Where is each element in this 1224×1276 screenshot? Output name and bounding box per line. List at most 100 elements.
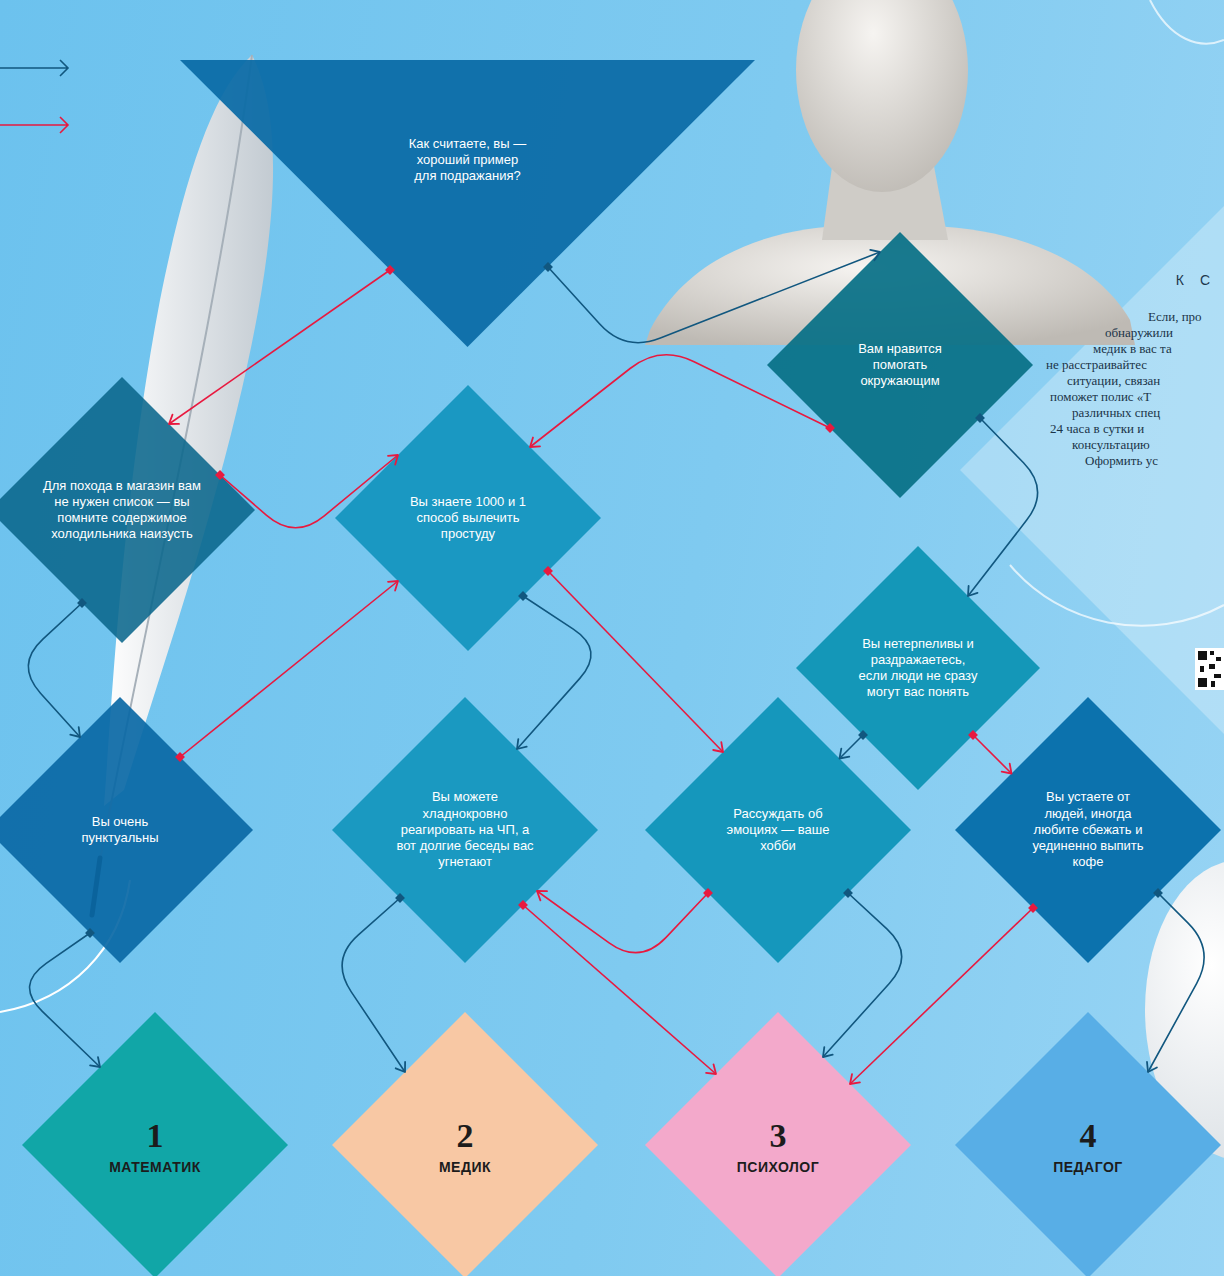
connector-line	[973, 735, 1012, 774]
question-diamond: Рассуждать об эмоциях — ваше хобби	[645, 697, 911, 963]
question-text: Вы очень пунктуальны	[65, 814, 175, 847]
red-connector	[850, 903, 1038, 1084]
arrow-head	[706, 1064, 716, 1074]
connector-line	[1148, 893, 1204, 1072]
question-triangle: Как считаете, вы — хороший пример для по…	[180, 60, 755, 347]
blue-arrow-sample	[0, 60, 68, 76]
connector-line	[28, 603, 82, 737]
qr-module	[1200, 666, 1204, 672]
arrow-head	[1147, 1062, 1157, 1072]
qr-module	[1211, 681, 1215, 687]
connector-line	[968, 418, 1038, 596]
text-block: Вы нетерпеливы и раздражаетесь, если люд…	[856, 636, 981, 701]
arrow-head	[70, 727, 80, 737]
question-diamond: Вы устаете от людей, иногда любите сбежа…	[955, 697, 1221, 963]
connector-line	[523, 905, 716, 1074]
question-diamond: Вы очень пунктуальны	[0, 697, 253, 963]
question-text: Вам нравится помогать окружающим	[850, 341, 950, 390]
connector-line	[30, 933, 100, 1067]
connector-line	[823, 893, 902, 1057]
red-connector	[543, 566, 723, 752]
panel-text: Если, про	[1148, 309, 1202, 325]
text-block: Вам нравится помогать окружающим	[850, 341, 950, 390]
connector-line	[180, 581, 398, 757]
result-diamond: 2МЕДИК	[332, 1012, 598, 1276]
qr-module	[1216, 657, 1221, 661]
red-connector	[537, 888, 713, 953]
bust-head	[796, 0, 968, 192]
swoosh	[1010, 565, 1224, 626]
blue-connector	[1147, 888, 1204, 1072]
arrow-head	[90, 1057, 100, 1067]
panel-text: Оформить ус	[1085, 453, 1158, 469]
arrow-head	[396, 1062, 405, 1072]
result-name: МЕДИК	[375, 1158, 555, 1178]
diamond-fill	[0, 377, 255, 643]
result-name: ПСИХОЛОГ	[688, 1158, 868, 1178]
result-diamond: 1МАТЕМАТИК	[22, 1012, 288, 1276]
connector-line	[342, 898, 405, 1072]
text-block: 4ПЕДАГОГ	[998, 1118, 1178, 1177]
arrow-head	[713, 742, 723, 752]
red-connector	[169, 265, 395, 424]
qr-module	[1198, 651, 1207, 660]
question-diamond: Вы нетерпеливы и раздражаетесь, если люд…	[796, 546, 1040, 790]
blue-connector	[968, 413, 1038, 596]
text-block: 3ПСИХОЛОГ	[688, 1118, 868, 1177]
blue-connector	[840, 730, 868, 758]
result-name: МАТЕМАТИК	[65, 1158, 245, 1178]
text-block: Вы можете хладнокровно реагировать на ЧП…	[395, 789, 535, 870]
red-connector	[518, 900, 716, 1074]
question-diamond: Вы можете хладнокровно реагировать на ЧП…	[332, 697, 598, 963]
panel-text: ситуации, связан	[1067, 373, 1160, 389]
connector-line	[840, 735, 864, 759]
panel-text: консультацию	[1072, 437, 1150, 453]
blue-connector	[28, 598, 87, 737]
connector-line	[169, 270, 390, 424]
triangle-fill	[180, 60, 755, 347]
diamond-fill	[955, 1012, 1221, 1276]
question-text: Вы устаете от людей, иногда любите сбежа…	[1026, 789, 1151, 870]
diamond-fill	[332, 1012, 598, 1276]
blue-connector	[342, 893, 405, 1072]
blue-connector	[823, 888, 902, 1057]
panel-text: различных спец	[1072, 405, 1160, 421]
result-number: 4	[998, 1118, 1178, 1154]
arrow-head	[517, 739, 527, 749]
blue-connector	[517, 591, 591, 749]
result-number: 2	[375, 1118, 555, 1154]
arrow-head	[968, 586, 978, 596]
red-arrow-sample	[0, 117, 68, 133]
question-text: Рассуждать об эмоциях — ваше хобби	[726, 806, 831, 855]
arrow-head	[840, 749, 850, 759]
blue-connector	[30, 928, 100, 1067]
panel-text: обнаружили	[1105, 325, 1173, 341]
question-diamond: Вам нравится помогать окружающим	[767, 232, 1033, 498]
shape-outline	[180, 60, 755, 347]
result-diamond: 3ПСИХОЛОГ	[645, 1012, 911, 1276]
panel-text: медик в вас та	[1093, 341, 1172, 357]
text-block: Вы знаете 1000 и 1 способ вылечить прост…	[406, 494, 531, 543]
question-text: Вы нетерпеливы и раздражаетесь, если люд…	[856, 636, 981, 701]
question-text: Вы знаете 1000 и 1 способ вылечить прост…	[406, 494, 531, 543]
question-diamond: Для похода в магазин вам не нужен список…	[0, 377, 255, 643]
result-diamond: 4ПЕДАГОГ	[955, 1012, 1221, 1276]
connector-line	[537, 891, 708, 953]
arrow-head	[1002, 764, 1012, 774]
panel-heading: К С	[1176, 272, 1216, 288]
panel-text: не расстраивайтес	[1046, 357, 1147, 373]
diamond-fill	[767, 232, 1033, 498]
qr-module	[1209, 664, 1215, 669]
text-block: Для похода в магазин вам не нужен список…	[36, 478, 208, 543]
qr-module	[1198, 678, 1207, 687]
question-text: Для похода в магазин вам не нужен список…	[36, 478, 208, 543]
diamond-fill	[645, 1012, 911, 1276]
diamond-fill	[332, 697, 598, 963]
text-block: Вы устаете от людей, иногда любите сбежа…	[1026, 789, 1151, 870]
result-number: 3	[688, 1118, 868, 1154]
text-block: Вы очень пунктуальны	[65, 814, 175, 847]
arrow-head	[850, 1074, 860, 1084]
arrow-head	[530, 438, 540, 448]
diamond-fill	[955, 697, 1221, 963]
